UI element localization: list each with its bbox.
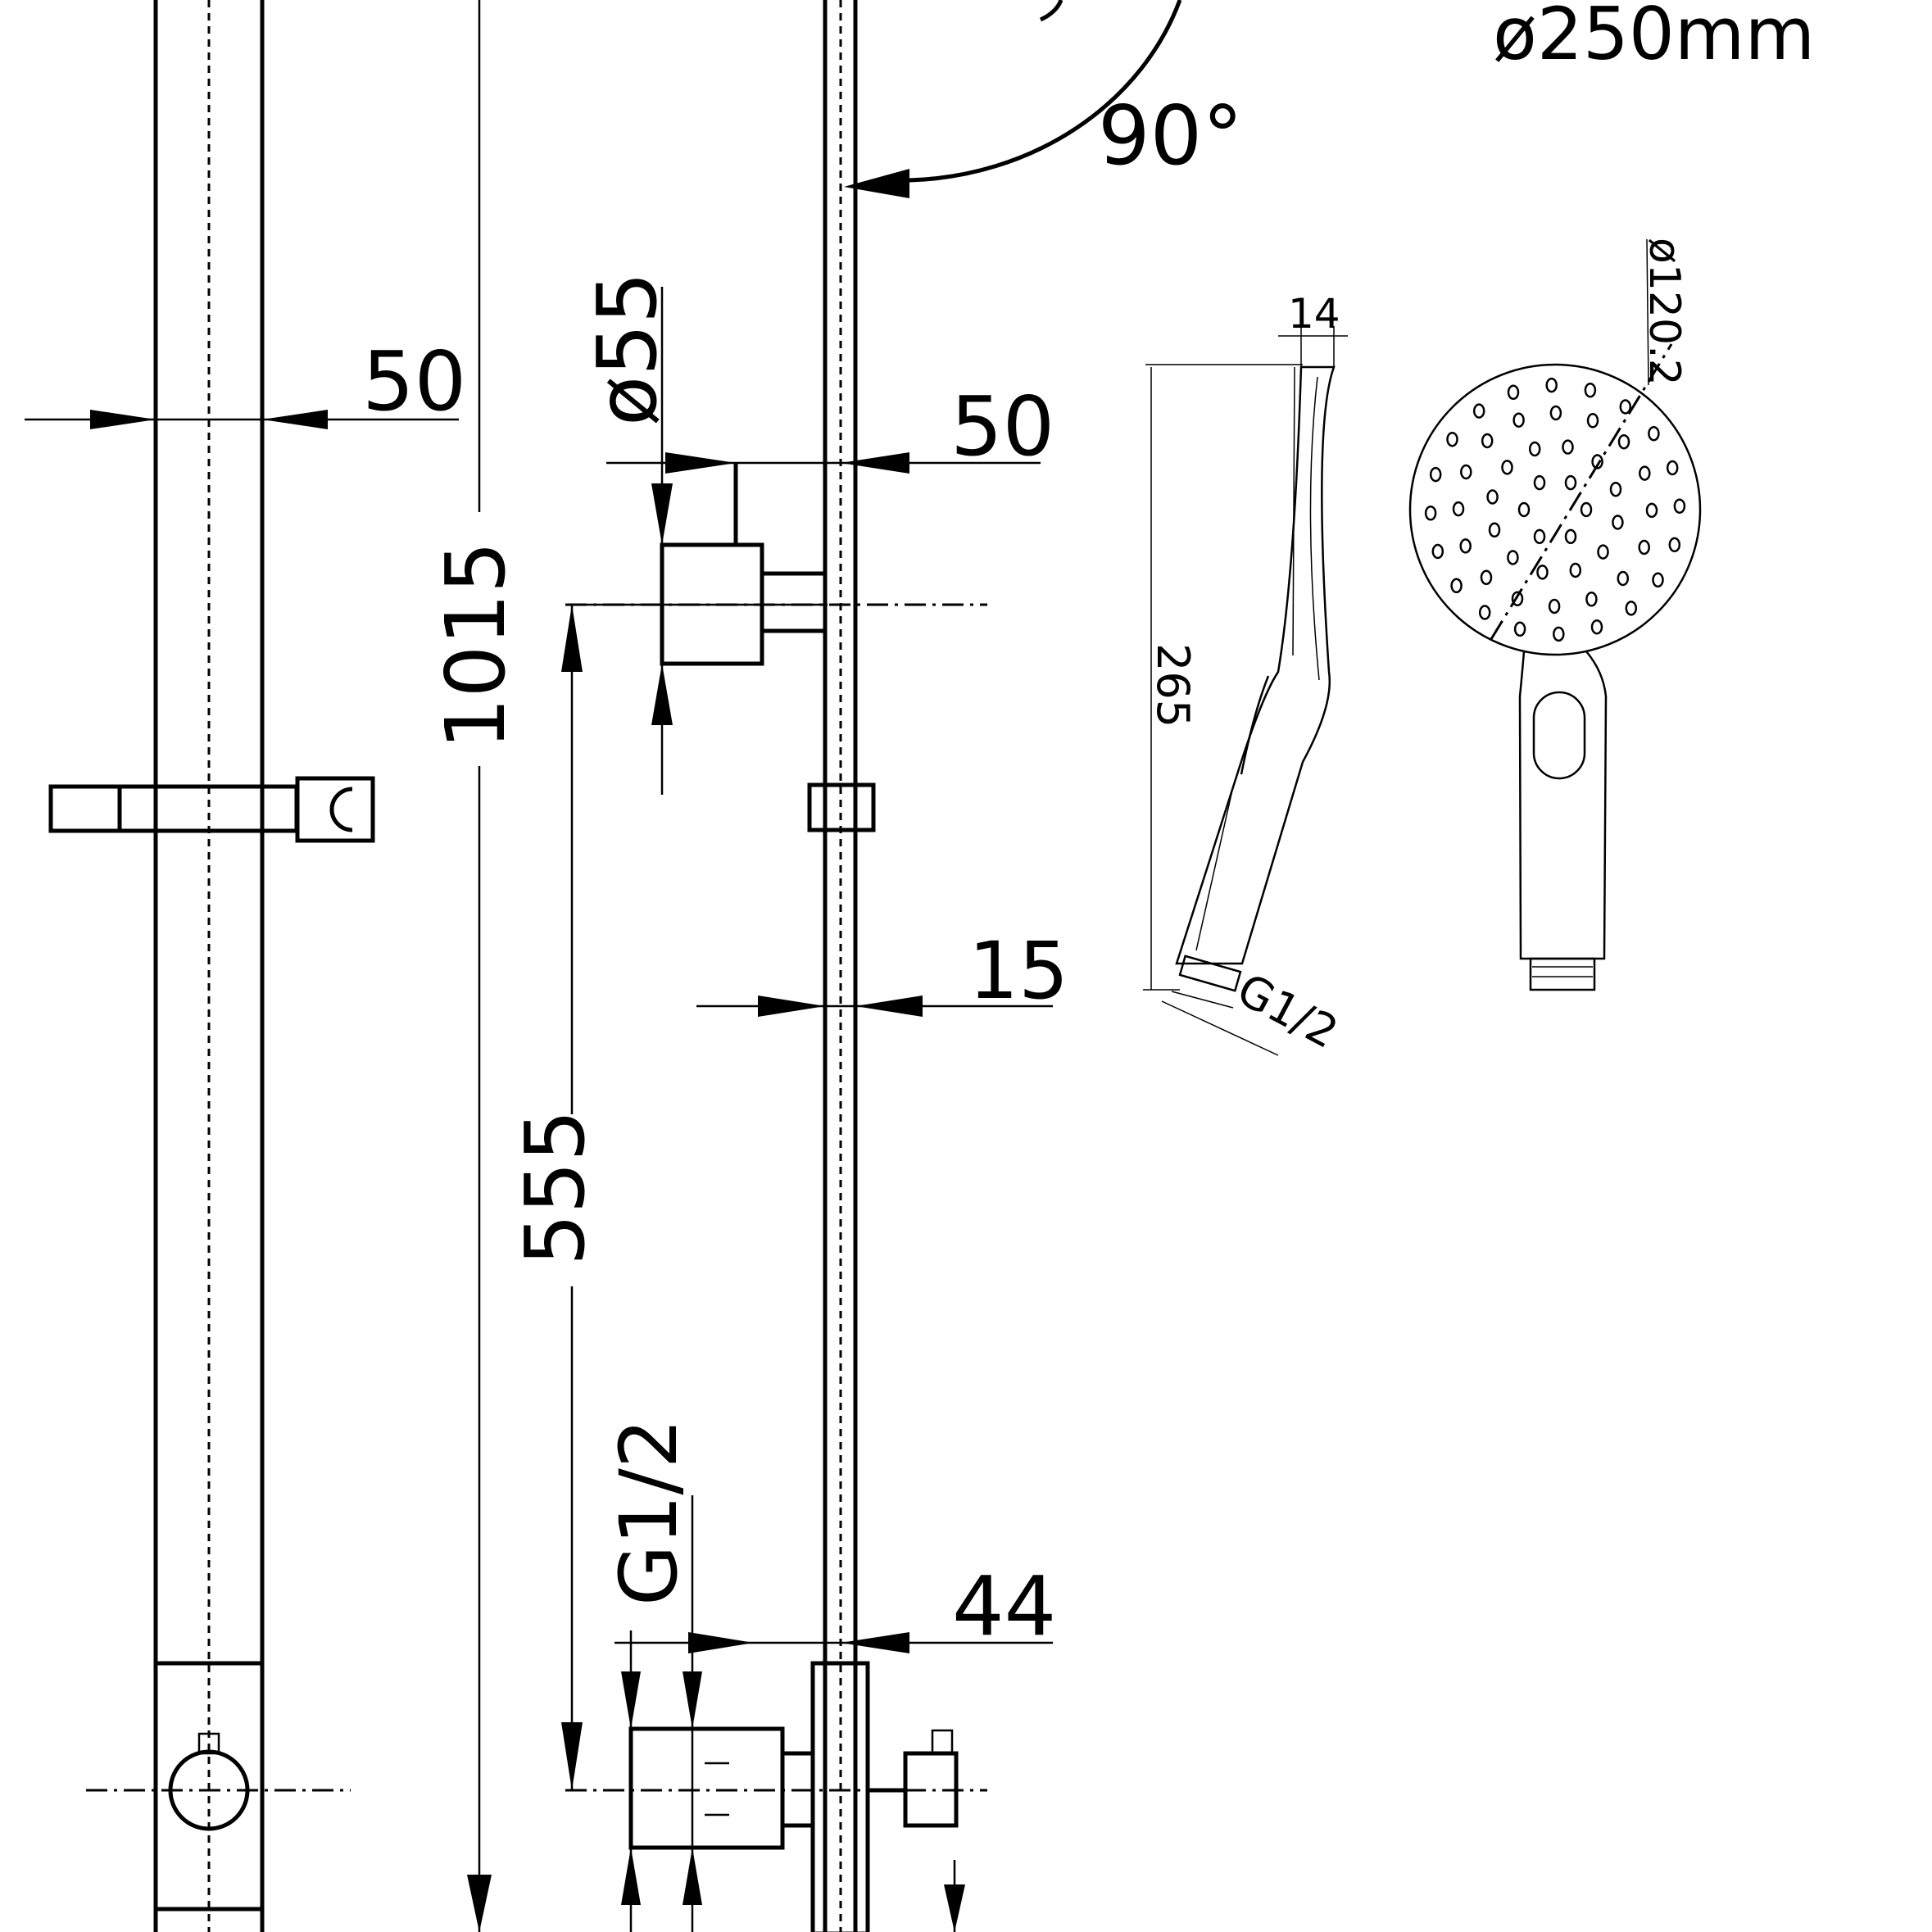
- spray-nozzle: [1429, 466, 1442, 483]
- spray-nozzle: [1597, 544, 1609, 560]
- hand-shower-side-view: 14 265 G1/2: [1143, 290, 1348, 1059]
- upper-wall-bracket: ø55 50: [565, 272, 1054, 795]
- bracket-diameter-label: ø55: [579, 272, 675, 426]
- tube-diameter-label: 15: [968, 925, 1068, 1017]
- spray-nozzle: [1666, 460, 1679, 476]
- spray-nozzle: [1511, 591, 1524, 606]
- spray-nozzle: [1569, 562, 1582, 578]
- spray-nozzle: [1501, 460, 1513, 475]
- hand-face-diameter-label: ø120.2: [1639, 238, 1689, 386]
- spray-nozzle: [1586, 413, 1599, 429]
- outlet-spacing-label: 555: [507, 1109, 603, 1266]
- spray-nozzle: [1533, 528, 1546, 545]
- spray-nozzle: [1548, 598, 1561, 615]
- head-diameter-label: ø250mm: [1493, 0, 1815, 76]
- spray-nozzle: [1673, 498, 1686, 514]
- hand-thread-label: G1/2: [1229, 964, 1346, 1059]
- tube-diameter-dimension: 15: [696, 925, 1068, 1017]
- spray-nozzle: [1472, 403, 1485, 419]
- spray-nozzle: [1486, 489, 1499, 505]
- spray-nozzles: [1424, 377, 1686, 642]
- bracket-offset-label: 50: [950, 379, 1054, 474]
- spray-nozzle: [1564, 474, 1577, 491]
- spray-nozzle: [1459, 538, 1472, 554]
- spray-nozzle: [1591, 454, 1603, 469]
- spray-nozzle: [1517, 501, 1531, 518]
- bottom-bracket: [86, 1661, 351, 1912]
- spray-nozzle: [1562, 439, 1574, 455]
- spray-nozzle: [1625, 601, 1638, 616]
- spray-nozzle: [1617, 433, 1630, 450]
- spray-nozzle: [1452, 501, 1465, 517]
- spray-nozzle: [1478, 605, 1491, 620]
- spray-nozzle: [1609, 481, 1622, 497]
- spray-nozzle: [1553, 626, 1565, 642]
- spray-nozzle: [1619, 399, 1632, 415]
- swivel-arc: 90°: [844, 0, 1243, 198]
- spray-nozzle: [1488, 522, 1501, 538]
- inlet-thread-label: G1/2: [603, 1418, 695, 1606]
- rail-width-label: 50: [362, 333, 466, 429]
- spray-nozzle: [1481, 433, 1494, 449]
- rail-width-dimension: 50: [25, 333, 466, 429]
- rail-side-view: 90° ø55 50 15: [507, 0, 1243, 1932]
- spray-nozzle: [1549, 405, 1562, 421]
- slider-block: [807, 782, 876, 832]
- spray-nozzle: [1668, 537, 1681, 553]
- inlet-depth-label: 44: [952, 1558, 1056, 1654]
- spray-nozzle: [1580, 501, 1593, 518]
- rail-front-view: 50 1015: [25, 0, 524, 1932]
- hand-length-label: 265: [1147, 643, 1199, 728]
- spray-nozzle: [1545, 377, 1558, 393]
- spray-nozzle: [1507, 384, 1520, 401]
- rail-height-dimension: 1015: [428, 0, 524, 1932]
- spray-nozzle: [1480, 569, 1493, 586]
- hand-thickness-label: 14: [1288, 290, 1340, 338]
- lower-inlet-bracket: G1/2 44: [565, 1418, 1056, 1932]
- spray-nozzle: [1639, 465, 1651, 481]
- spray-nozzle: [1584, 382, 1597, 398]
- spray-nozzle: [1612, 515, 1624, 530]
- spray-nozzle: [1536, 565, 1549, 580]
- outlet-spacing-dimension: 555: [507, 603, 828, 1790]
- spray-nozzle: [1431, 543, 1444, 560]
- spray-nozzle: [1513, 621, 1526, 637]
- spray-nozzle: [1590, 619, 1603, 635]
- spray-nozzle: [1645, 502, 1658, 519]
- spray-nozzle: [1450, 578, 1463, 594]
- spray-nozzle: [1652, 572, 1664, 588]
- spray-nozzle: [1507, 550, 1519, 565]
- spray-nozzle: [1512, 412, 1525, 428]
- spray-nozzle: [1617, 570, 1630, 587]
- spray-nozzle: [1460, 464, 1472, 480]
- spray-nozzle: [1648, 425, 1660, 442]
- rail-height-label: 1015: [428, 542, 524, 751]
- spray-nozzle: [1528, 441, 1541, 457]
- spray-nozzle: [1564, 528, 1577, 545]
- spray-nozzle: [1446, 431, 1458, 447]
- spray-nozzle: [1533, 474, 1546, 491]
- spray-nozzle: [1638, 539, 1650, 556]
- spray-nozzle: [1424, 506, 1437, 521]
- spray-nozzle: [1585, 592, 1598, 607]
- hand-shower-front-view: ø120.2: [1408, 238, 1702, 991]
- handset-holder: [48, 776, 375, 843]
- swivel-angle-label: 90°: [1098, 88, 1243, 184]
